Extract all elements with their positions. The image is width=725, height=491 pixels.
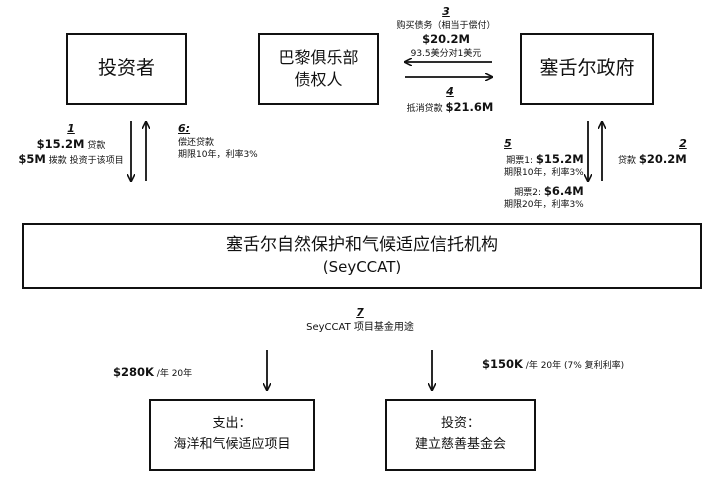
- flow-3-desc: 购买债务（相当于偿付）: [396, 20, 496, 31]
- investment-label-2: 建立慈善基金会: [414, 437, 506, 452]
- paris-club-label-1: 巴黎俱乐部: [278, 47, 359, 67]
- seychelles-government-box: 塞舌尔政府: [520, 33, 654, 105]
- investment-label-1: 投资：: [440, 416, 480, 432]
- flow-3-amount: $20.2M: [422, 31, 470, 46]
- spend-annotation: $280K /年 20年: [113, 365, 192, 381]
- flow-1-grant-amount: $5M: [18, 152, 46, 167]
- flow-2-number: 2: [679, 137, 687, 150]
- flow-4-desc: 抵消贷款: [406, 103, 443, 114]
- flow-5-bond1-label: 期票1:: [506, 155, 534, 166]
- flow-6-number: 6:: [178, 122, 191, 135]
- flow-1-grant-suffix: 拨款 投资于该项目: [48, 156, 124, 167]
- seyccat-label-1: 塞舌尔自然保护和气候适应信托机构: [226, 234, 498, 255]
- flow-7-desc: SeyCCAT 项目基金用途: [306, 321, 414, 333]
- flow-1-number: 1: [67, 122, 75, 135]
- grow-amount: $150K: [482, 357, 523, 371]
- flow-1-amount: $15.2M: [36, 136, 85, 151]
- investor-label: 投资者: [97, 57, 155, 80]
- seyccat-box: 塞舌尔自然保护和气候适应信托机构 (SeyCCAT): [22, 223, 702, 289]
- seychelles-government-label: 塞舌尔政府: [539, 57, 635, 80]
- flow-2-amount: $20.2M: [638, 151, 687, 166]
- flow-6-label: 6: 偿还贷款 期限10年，利率3%: [178, 122, 258, 161]
- flow-4-label: 4 抵消贷款 $21.6M: [404, 85, 496, 115]
- flow-4-amount: $21.6M: [445, 99, 494, 114]
- flow-3-number: 3: [442, 5, 450, 18]
- flow-5-bond2-terms: 期限20年，利率3%: [504, 200, 584, 211]
- paris-club-box: 巴黎俱乐部 债权人: [258, 33, 379, 105]
- expense-label-2: 海洋和气候适应项目: [173, 437, 291, 452]
- grow-suffix: /年 20年 (7% 复利利率): [525, 361, 625, 371]
- flow-1-amount-suffix: 贷款: [87, 140, 106, 151]
- flow-5-bond2-label: 期票2:: [514, 187, 542, 198]
- flow-5-bond2-amount: $6.4M: [543, 183, 584, 198]
- expense-box: 支出： 海洋和气候适应项目: [149, 399, 315, 471]
- flow-6-desc: 偿还贷款: [178, 137, 215, 148]
- spend-amount: $280K: [113, 365, 154, 379]
- flow-4-number: 4: [446, 85, 454, 98]
- investment-box: 投资： 建立慈善基金会: [385, 399, 536, 471]
- flow-7-number: 7: [356, 306, 364, 319]
- flow-7-label: 7 SeyCCAT 项目基金用途: [260, 306, 460, 334]
- flow-1-label: 1 $15.2M 贷款 $5M 拨款 投资于该项目: [18, 122, 124, 168]
- flow-5-number: 5: [504, 137, 512, 150]
- flow-2-desc: 贷款: [618, 155, 637, 166]
- flow-3-label: 3 购买债务（相当于偿付） $20.2M 93.5美分对1美元: [388, 5, 504, 60]
- flow-6-terms: 期限10年，利率3%: [178, 149, 258, 160]
- paris-club-label-2: 债权人: [294, 70, 343, 89]
- spend-suffix: /年 20年: [156, 369, 193, 379]
- grow-annotation: $150K /年 20年 (7% 复利利率): [482, 357, 624, 373]
- expense-label-1: 支出：: [212, 416, 252, 432]
- seyccat-label-2: (SeyCCAT): [322, 258, 402, 277]
- flow-5-bond1-amount: $15.2M: [535, 151, 584, 166]
- flow-2-label: 2 贷款 $20.2M: [618, 137, 687, 167]
- investor-box: 投资者: [66, 33, 187, 105]
- flow-3-rate: 93.5美分对1美元: [410, 48, 482, 59]
- flow-5-bond1-terms: 期限10年，利率3%: [504, 168, 584, 179]
- flow-5-label: 5 期票1: $15.2M 期限10年，利率3% 期票2: $6.4M 期限20…: [504, 137, 584, 211]
